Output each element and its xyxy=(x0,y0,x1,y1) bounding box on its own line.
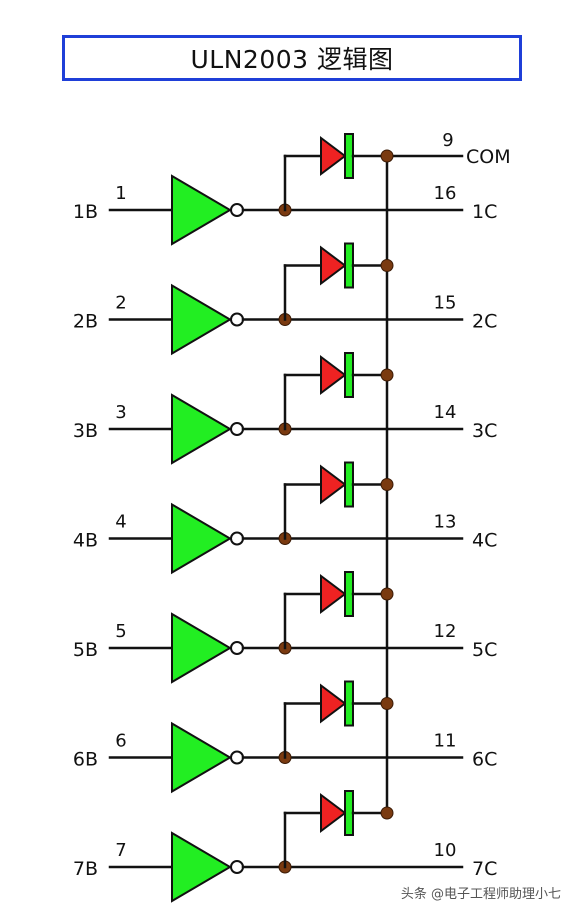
output-pin-label: 5C xyxy=(472,639,497,661)
input-pin-number: 2 xyxy=(115,293,126,314)
inverter-buffer xyxy=(171,174,232,246)
clamp-diode xyxy=(320,242,354,289)
input-pin-number: 1 xyxy=(115,183,126,204)
output-pin-label: 7C xyxy=(472,858,497,880)
watermark: 头条 @电子工程师助理小七 xyxy=(400,887,561,902)
input-pin-label: 5B xyxy=(73,639,98,661)
inverter-buffer xyxy=(171,502,232,575)
com-bus-junction xyxy=(380,478,394,491)
input-pin-number: 7 xyxy=(115,840,126,861)
input-pin-number: 4 xyxy=(115,512,126,533)
com-bus-junction xyxy=(380,697,394,710)
com-pin-label: COM xyxy=(466,146,511,168)
diagram-title: ULN2003 逻辑图 xyxy=(190,45,394,74)
clamp-diode xyxy=(320,461,354,508)
output-pin-label: 3C xyxy=(472,420,497,442)
inverter-buffer xyxy=(171,831,232,903)
output-pin-label: 2C xyxy=(472,311,497,333)
clamp-diode xyxy=(320,571,354,617)
diode-triangle xyxy=(320,355,347,395)
inverter-buffer xyxy=(171,283,232,356)
diode-triangle xyxy=(320,683,347,724)
diode-triangle xyxy=(320,136,347,176)
output-pin-label: 4C xyxy=(472,530,497,552)
input-pin-label: 7B xyxy=(73,858,98,880)
com-bus-junction xyxy=(380,806,394,820)
output-pin-label: 6C xyxy=(472,749,497,771)
diode-triangle xyxy=(320,793,347,833)
output-pin-number: 16 xyxy=(434,183,457,204)
input-pin-label: 1B xyxy=(73,201,98,223)
com-bus-junction xyxy=(380,259,394,272)
output-pin-number: 10 xyxy=(434,840,457,861)
diode-triangle xyxy=(320,245,347,286)
inverter-buffer xyxy=(171,393,232,465)
diode-triangle xyxy=(320,464,347,505)
inverter-bubble xyxy=(230,422,244,436)
input-pin-label: 3B xyxy=(73,420,98,442)
input-pin-number: 5 xyxy=(115,621,126,642)
output-pin-number: 12 xyxy=(434,621,457,642)
inverter-bubble xyxy=(230,750,244,765)
clamp-diode xyxy=(320,680,354,727)
clamp-diode xyxy=(320,790,354,836)
inverter-bubble xyxy=(230,860,244,874)
inverter-bubble xyxy=(230,312,244,327)
title-box: ULN2003 逻辑图 xyxy=(62,35,522,81)
inverter-buffer xyxy=(171,721,232,794)
input-pin-number: 3 xyxy=(115,402,126,423)
clamp-diode xyxy=(320,133,354,179)
com-bus-junction xyxy=(380,149,394,163)
inverter-buffer xyxy=(171,612,232,684)
diode-triangle xyxy=(320,574,347,614)
input-pin-label: 2B xyxy=(73,311,98,333)
inverter-bubble xyxy=(230,641,244,655)
inverter-bubble xyxy=(230,203,244,217)
inverter-bubble xyxy=(230,531,244,546)
output-pin-number: 14 xyxy=(434,402,457,423)
output-pin-number: 11 xyxy=(434,731,457,752)
clamp-diode xyxy=(320,352,354,398)
com-bus-junction xyxy=(380,587,394,601)
output-pin-number: 13 xyxy=(434,512,457,533)
output-pin-label: 1C xyxy=(472,201,497,223)
com-bus-junction xyxy=(380,368,394,382)
output-pin-number: 15 xyxy=(434,293,457,314)
input-pin-label: 4B xyxy=(73,530,98,552)
input-pin-label: 6B xyxy=(73,749,98,771)
input-pin-number: 6 xyxy=(115,731,126,752)
com-pin-number: 9 xyxy=(442,130,453,151)
